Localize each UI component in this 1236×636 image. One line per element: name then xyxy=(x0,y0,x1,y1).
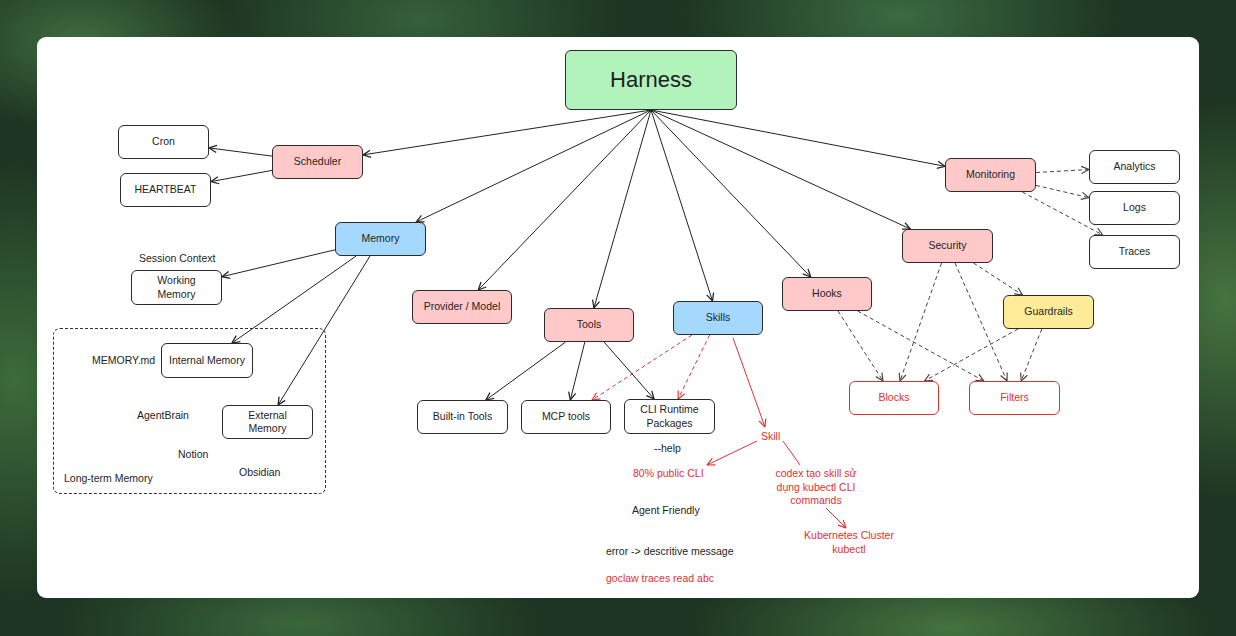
connector-arrow xyxy=(211,170,272,181)
connector-arrow xyxy=(651,110,713,301)
category-box: Memory xyxy=(335,222,426,256)
category-box: Monitoring xyxy=(945,158,1036,192)
item-box: Built-in Tools xyxy=(417,400,508,434)
note-label: Notion xyxy=(178,448,208,462)
note-label: codex tạo skill sử dụng kubectl CLI comm… xyxy=(764,467,868,508)
note-label: Obsidian xyxy=(239,466,280,480)
node-text: Harness xyxy=(610,66,692,94)
node-text: Monitoring xyxy=(966,168,1015,181)
node-text: Tools xyxy=(577,318,602,331)
node-text: CLI Runtime Packages xyxy=(630,403,709,429)
connector-arrow xyxy=(1036,185,1089,197)
node-text: Cron xyxy=(152,135,175,148)
note-label: error -> descritive message xyxy=(606,545,734,559)
note-label: goclaw traces read abc xyxy=(606,572,714,586)
connector-arrow xyxy=(570,342,585,400)
item-box: Logs xyxy=(1089,191,1180,225)
node-text: Provider / Model xyxy=(424,300,500,313)
connector-arrow xyxy=(1021,329,1042,381)
item-box: Internal Memory xyxy=(161,343,253,378)
connector-arrow xyxy=(955,263,1007,381)
connector-arrow xyxy=(232,256,356,343)
node-text: Blocks xyxy=(879,391,910,404)
note-label: Kubernetes Cluster kubectl xyxy=(796,529,902,556)
connector-arrow xyxy=(974,263,1023,295)
category-box: Guardrails xyxy=(1003,295,1094,329)
root-box: Harness xyxy=(565,50,737,110)
item-box: Traces xyxy=(1089,235,1180,269)
connector-arrow xyxy=(651,110,910,229)
node-text: Memory xyxy=(362,232,400,245)
node-text: Traces xyxy=(1119,245,1151,258)
outcome-box: Blocks xyxy=(849,381,939,415)
connector-arrow xyxy=(486,342,566,400)
connector-arrow xyxy=(604,342,654,399)
note-label: 80% public CLI xyxy=(633,467,704,481)
node-text: Security xyxy=(929,239,967,252)
category-box: Scheduler xyxy=(272,145,363,179)
connector-arrow xyxy=(363,110,651,155)
item-box: CLI Runtime Packages xyxy=(624,399,715,434)
item-box: Cron xyxy=(118,125,209,159)
node-text: Internal Memory xyxy=(169,354,245,367)
node-text: HEARTBEAT xyxy=(134,183,196,196)
connector-arrow xyxy=(900,263,942,381)
node-text: Built-in Tools xyxy=(433,410,492,423)
note-label: MEMORY.md xyxy=(92,354,155,368)
connector-arrow xyxy=(678,335,710,399)
category-box: Provider / Model xyxy=(412,290,512,324)
outcome-box: Filters xyxy=(969,381,1060,415)
node-text: Long-term Memory xyxy=(64,472,153,485)
item-box: HEARTBEAT xyxy=(120,173,211,207)
note-label: Agent Friendly xyxy=(632,504,700,518)
note-label: Session Context xyxy=(139,252,215,266)
node-text: Skills xyxy=(706,311,731,324)
node-text: Guardrails xyxy=(1024,305,1072,318)
leader-arrow xyxy=(826,508,846,528)
item-box: Analytics xyxy=(1089,150,1180,184)
note-label: --help xyxy=(654,442,681,456)
node-text: Analytics xyxy=(1113,160,1155,173)
node-text: MCP tools xyxy=(542,410,590,423)
node-text: Scheduler xyxy=(294,155,341,168)
note-label: AgentBrain xyxy=(137,409,189,423)
group-region: Long-term Memory Internal MemoryExternal … xyxy=(53,328,326,494)
node-text: External Memory xyxy=(228,409,307,435)
note-label: Skill xyxy=(761,430,780,444)
connector-arrow xyxy=(592,335,692,400)
category-box: Tools xyxy=(544,308,634,342)
leader-arrow xyxy=(733,338,765,427)
category-box: Hooks xyxy=(782,277,872,311)
node-text: Logs xyxy=(1123,201,1146,214)
node-text: Hooks xyxy=(812,287,842,300)
connector-arrow xyxy=(858,311,984,381)
connector-arrow xyxy=(209,148,272,156)
connector-arrow xyxy=(594,110,651,308)
item-box: MCP tools xyxy=(521,400,611,434)
category-box: Security xyxy=(902,229,993,263)
item-box: Working Memory xyxy=(131,270,222,305)
item-box: External Memory xyxy=(222,405,313,439)
leader-arrow xyxy=(707,441,757,465)
connector-arrow xyxy=(416,110,651,222)
node-text: Working Memory xyxy=(137,274,216,300)
node-text: Filters xyxy=(1000,391,1029,404)
connector-arrow xyxy=(651,110,811,277)
connector-arrow xyxy=(925,329,1019,381)
category-box: Skills xyxy=(673,301,763,335)
connector-arrow xyxy=(1036,170,1089,173)
connector-arrow xyxy=(222,250,335,277)
connector-arrow xyxy=(278,256,370,405)
leader-line xyxy=(783,441,800,465)
connector-arrow xyxy=(651,110,945,166)
